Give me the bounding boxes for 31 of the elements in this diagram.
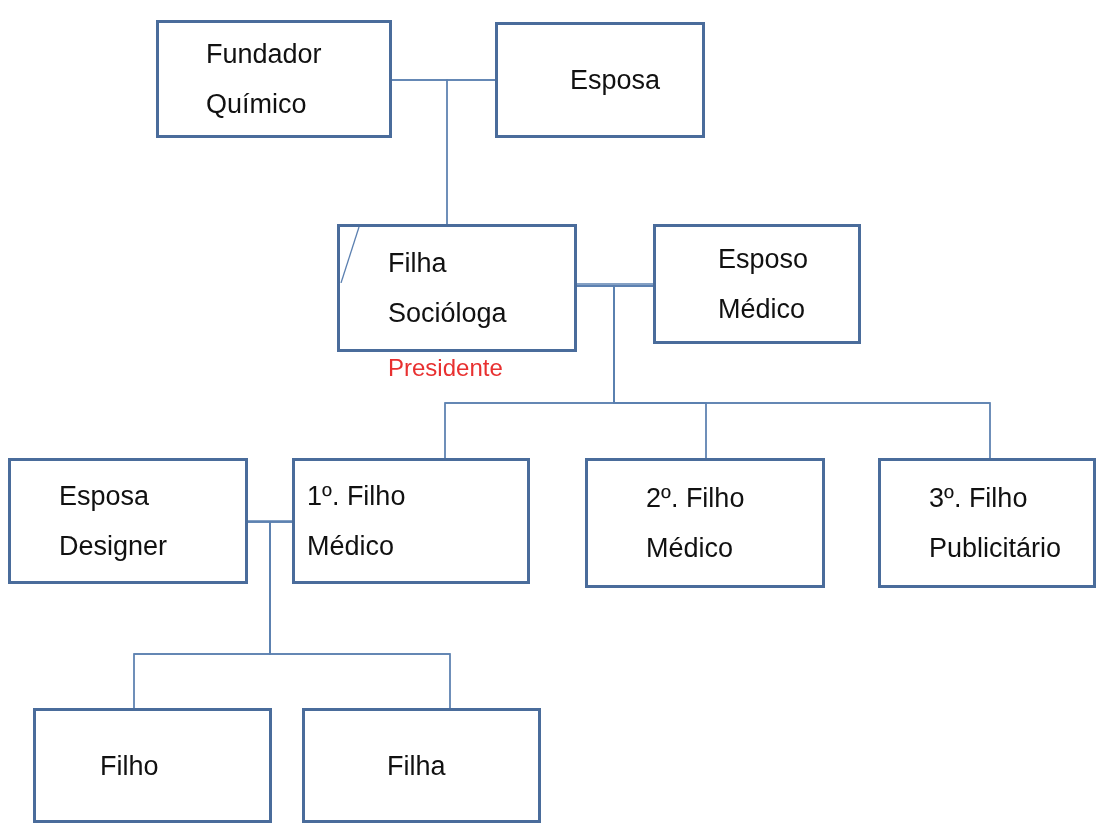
person-label: Filho	[100, 749, 159, 783]
person-label: Filha	[388, 247, 447, 280]
person-box	[585, 458, 825, 588]
person-label: Filha	[387, 749, 446, 783]
person-label: Esposa	[570, 64, 661, 97]
person-box	[156, 20, 392, 138]
person-box	[292, 458, 530, 584]
person-label: Esposo	[718, 243, 809, 276]
connector-line	[576, 283, 654, 285]
person-box	[8, 458, 248, 584]
connector-line	[446, 79, 496, 225]
person-label: Químico	[206, 88, 307, 121]
role-label: Presidente	[388, 353, 503, 383]
person-label: Designer	[59, 530, 168, 563]
person-label: 1º. Filho	[307, 480, 406, 513]
person-label: 2º. Filho	[646, 482, 745, 515]
person-box	[337, 224, 577, 352]
person-box	[878, 458, 1096, 588]
person-box	[495, 22, 705, 138]
person-label: 3º. Filho	[929, 482, 1028, 515]
person-box	[302, 708, 541, 823]
person-label: Médico	[646, 532, 734, 565]
person-label: Fundador	[206, 38, 322, 71]
person-box	[33, 708, 272, 823]
person-box	[653, 224, 861, 344]
person-label: Publicitário	[929, 532, 1062, 565]
person-label: Esposa	[59, 480, 150, 513]
person-label: Socióloga	[388, 297, 507, 330]
person-label: Médico	[718, 293, 806, 326]
person-label: Médico	[307, 530, 395, 563]
connector-line	[247, 520, 293, 522]
